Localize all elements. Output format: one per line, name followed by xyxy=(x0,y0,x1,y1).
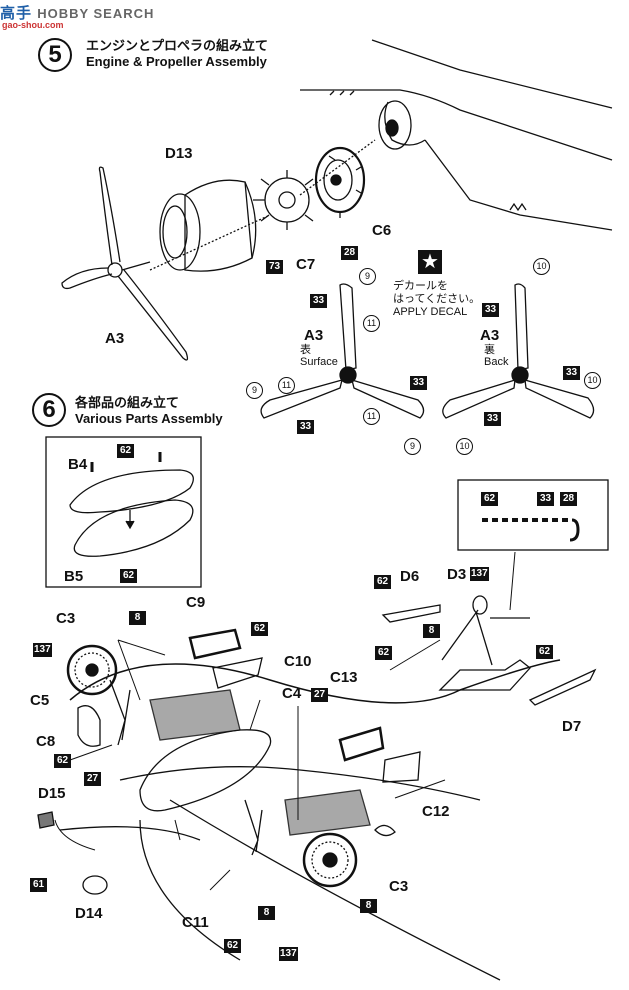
step5-title-jp: エンジンとプロペラの組み立て xyxy=(86,38,269,53)
paint-badge-62: 62 xyxy=(481,492,498,506)
step6-title-en: Various Parts Assembly xyxy=(75,411,223,426)
part-c7-label: C7 xyxy=(296,256,316,273)
part-b5-label: B5 xyxy=(64,568,84,585)
part-d15-label: D15 xyxy=(38,785,66,802)
paint-badge-28: 28 xyxy=(341,246,358,260)
decal-ring-9: 9 xyxy=(246,382,263,399)
paint-badge-62: 62 xyxy=(251,622,268,636)
part-d13-label: D13 xyxy=(165,145,193,162)
watermark-cn: 高手 xyxy=(0,5,33,22)
part-c3-label: C3 xyxy=(389,878,409,895)
part-d6-label: D6 xyxy=(400,568,420,585)
paint-badge-62: 62 xyxy=(120,569,137,583)
part-c3-label: C3 xyxy=(56,610,76,627)
part-c5-label: C5 xyxy=(30,692,50,709)
decal-ring-9: 9 xyxy=(404,438,421,455)
decal-note-en: APPLY DECAL xyxy=(393,306,468,318)
paint-badge-33: 33 xyxy=(482,303,499,317)
paint-badge-61: 61 xyxy=(30,878,47,892)
back-en: Back xyxy=(484,356,509,368)
part-c4-label: C4 xyxy=(282,685,302,702)
paint-badge-137: 137 xyxy=(33,643,52,657)
paint-badge-62: 62 xyxy=(54,754,71,768)
watermark: 高手 HOBBY SEARCH gao-shou.com xyxy=(0,0,160,34)
watermark-url: gao-shou.com xyxy=(2,20,64,30)
prop-back-label: A3 xyxy=(480,327,500,344)
part-c6-label: C6 xyxy=(372,222,392,239)
paint-badge-8: 8 xyxy=(258,906,275,920)
part-c13-label: C13 xyxy=(330,669,358,686)
surface-jp: 表 xyxy=(300,344,311,356)
decal-ring-10: 10 xyxy=(533,258,550,275)
surface-en: Surface xyxy=(300,356,338,368)
decal-note-jp2: はってください。 xyxy=(393,293,481,305)
paint-badge-27: 27 xyxy=(311,688,328,702)
paint-badge-8: 8 xyxy=(129,611,146,625)
prop-surface-label: A3 xyxy=(304,327,324,344)
paint-badge-62: 62 xyxy=(375,646,392,660)
paint-badge-62: 62 xyxy=(224,939,241,953)
decal-ring-11: 11 xyxy=(363,408,380,425)
back-jp: 裏 xyxy=(484,344,495,356)
paint-badge-27: 27 xyxy=(84,772,101,786)
paint-badge-62: 62 xyxy=(117,444,134,458)
part-a3-label: A3 xyxy=(105,330,125,347)
step6-number: 6 xyxy=(32,393,66,427)
paint-badge-33: 33 xyxy=(297,420,314,434)
paint-badge-33: 33 xyxy=(537,492,554,506)
part-c9-label: C9 xyxy=(186,594,206,611)
paint-badge-33: 33 xyxy=(410,376,427,390)
part-d14-label: D14 xyxy=(75,905,103,922)
step5-title-en: Engine & Propeller Assembly xyxy=(86,54,267,69)
watermark-en: HOBBY SEARCH xyxy=(37,6,155,21)
part-c8-label: C8 xyxy=(36,733,56,750)
part-b4-label: B4 xyxy=(68,456,88,473)
paint-badge-33: 33 xyxy=(563,366,580,380)
part-d7-label: D7 xyxy=(562,718,582,735)
step5-number: 5 xyxy=(38,38,72,72)
paint-badge-137: 137 xyxy=(279,947,298,961)
part-c11-label: C11 xyxy=(182,914,209,931)
decal-ring-11: 11 xyxy=(278,377,295,394)
step6-title-jp: 各部品の組み立て xyxy=(75,395,180,410)
paint-badge-8: 8 xyxy=(360,899,377,913)
part-d3-label: D3 xyxy=(447,566,467,583)
decal-note-jp1: デカールを xyxy=(393,280,448,292)
part-c10-label: C10 xyxy=(284,653,312,670)
paint-badge-28: 28 xyxy=(560,492,577,506)
star-icon: ★ xyxy=(418,250,442,274)
watermark-title: 高手 HOBBY SEARCH xyxy=(0,2,154,23)
decal-ring-9: 9 xyxy=(359,268,376,285)
paint-badge-62: 62 xyxy=(536,645,553,659)
paint-badge-33: 33 xyxy=(484,412,501,426)
decal-ring-10: 10 xyxy=(584,372,601,389)
paint-badge-137: 137 xyxy=(470,567,489,581)
paint-badge-8: 8 xyxy=(423,624,440,638)
paint-badge-33: 33 xyxy=(310,294,327,308)
paint-badge-73: 73 xyxy=(266,260,283,274)
paint-badge-62: 62 xyxy=(374,575,391,589)
decal-ring-11: 11 xyxy=(363,315,380,332)
part-c12-label: C12 xyxy=(422,803,450,820)
decal-ring-10: 10 xyxy=(456,438,473,455)
